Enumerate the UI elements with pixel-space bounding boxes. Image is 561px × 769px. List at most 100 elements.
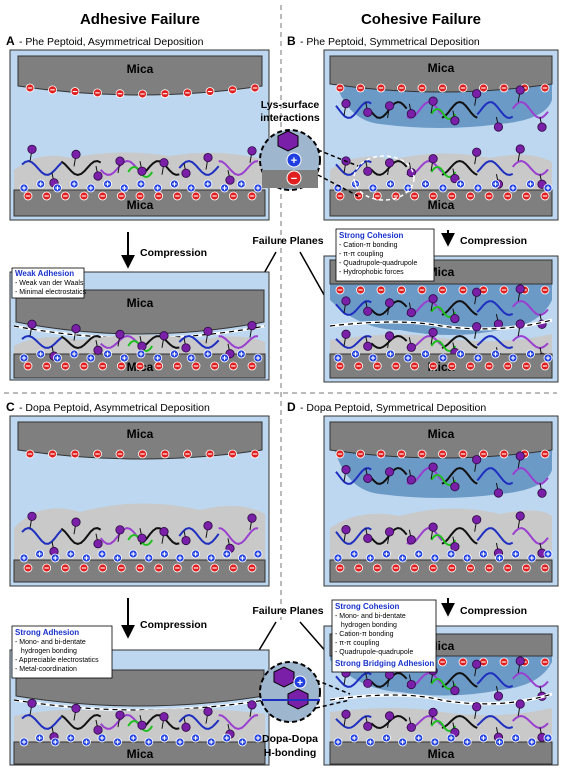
minus-charge-icon — [540, 285, 550, 295]
minus-charge-icon — [98, 361, 108, 371]
minus-charge-icon — [466, 361, 475, 371]
minus-charge-icon — [466, 563, 475, 573]
svg-text:+: + — [291, 155, 297, 167]
minus-charge-icon — [210, 191, 220, 201]
panel-b-letter: B — [287, 34, 296, 48]
phenyl-ring-icon — [115, 525, 125, 535]
minus-charge-icon — [499, 449, 509, 459]
minus-charge-icon — [205, 87, 215, 96]
plus-charge-icon — [113, 553, 122, 563]
plus-charge-icon — [543, 183, 553, 193]
plus-charge-icon — [236, 349, 246, 359]
panel-b-title: B - Phe Peptoid, Symmetrical Deposition — [287, 34, 480, 48]
plus-charge-icon — [382, 549, 391, 559]
plus-charge-icon — [333, 353, 343, 363]
plus-charge-icon — [446, 549, 456, 559]
phenyl-ring-icon — [428, 462, 438, 472]
minus-charge-icon — [479, 83, 488, 93]
phenyl-ring-icon — [341, 296, 351, 306]
plus-charge-icon — [403, 183, 413, 193]
minus-charge-icon — [540, 361, 550, 371]
plus-charge-icon — [19, 737, 29, 747]
mica-label: Mica — [428, 427, 455, 441]
phenyl-ring-icon — [363, 678, 373, 688]
plus-charge-icon — [170, 349, 179, 359]
plus-charge-icon — [191, 549, 201, 559]
mica-label: Mica — [428, 265, 455, 279]
plus-charge-icon — [462, 737, 472, 747]
minus-charge-icon — [172, 563, 182, 573]
phenyl-ring-icon — [341, 525, 351, 535]
plus-charge-icon — [421, 349, 430, 359]
plus-charge-icon — [82, 553, 91, 563]
phenyl-ring-icon — [428, 327, 438, 337]
plus-charge-icon — [82, 737, 91, 747]
minus-charge-icon — [116, 191, 126, 201]
plus-charge-icon — [159, 733, 169, 743]
minus-charge-icon — [397, 83, 406, 93]
plus-charge-icon — [203, 349, 213, 359]
phenyl-ring-icon — [428, 96, 438, 106]
lys-label-line1: Lys-surface — [261, 99, 320, 111]
plus-charge-icon — [128, 733, 138, 743]
strong-cohesion-line: - π-π coupling — [335, 640, 379, 647]
plus-charge-icon — [543, 733, 553, 743]
phenyl-ring-icon — [384, 298, 395, 308]
minus-charge-icon — [540, 191, 550, 201]
plus-charge-icon — [97, 549, 107, 559]
minus-charge-icon — [372, 563, 382, 573]
panel-c-title-text: - Dopa Peptoid, Asymmetrical Deposition — [19, 402, 210, 414]
panel-a-title-text: - Phe Peptoid, Asymmetrical Deposition — [19, 36, 204, 48]
plus-charge-icon — [368, 183, 378, 193]
minus-charge-icon — [79, 191, 89, 201]
minus-charge-icon — [447, 563, 457, 573]
phenyl-ring-icon — [472, 702, 482, 712]
plus-charge-icon — [86, 183, 96, 193]
phenyl-ring-icon — [363, 166, 373, 176]
strong-adhesion-line: - Metal-coordination — [15, 666, 77, 673]
minus-charge-icon — [410, 361, 419, 371]
plus-charge-icon — [495, 553, 504, 563]
phenyl-ring-icon — [363, 721, 373, 731]
phenyl-ring-icon — [363, 306, 373, 316]
phenyl-ring-icon — [472, 147, 482, 157]
phenyl-ring-icon — [71, 324, 81, 334]
minus-charge-icon — [376, 449, 386, 459]
plus-charge-icon — [446, 733, 456, 743]
phenyl-ring-icon — [406, 535, 416, 545]
minus-charge-icon — [356, 285, 365, 295]
plus-charge-icon — [526, 179, 535, 189]
phenyl-ring-icon — [181, 535, 191, 546]
plus-charge-icon — [473, 353, 483, 363]
plus-charge-icon — [386, 179, 395, 189]
minus-charge-icon — [228, 361, 238, 371]
minus-charge-icon — [191, 361, 201, 371]
minus-charge-icon — [335, 285, 345, 295]
panel-a-letter: A — [6, 34, 15, 48]
minus-charge-icon — [503, 361, 513, 371]
minus-charge-icon — [135, 563, 145, 573]
minus-charge-icon — [138, 89, 147, 99]
minus-charge-icon — [391, 563, 401, 573]
minus-charge-icon — [60, 361, 70, 371]
phenyl-ring-icon — [450, 542, 460, 552]
minus-charge-icon — [210, 361, 220, 371]
minus-charge-icon — [354, 191, 364, 201]
minus-charge-icon — [335, 563, 345, 573]
phenyl-ring-icon — [406, 475, 416, 485]
minus-charge-icon — [479, 449, 488, 459]
phenyl-ring-icon — [93, 171, 103, 181]
plus-charge-icon — [421, 179, 430, 189]
minus-charge-icon — [228, 191, 238, 201]
strong-cohesion-line: - π-π coupling — [339, 251, 383, 258]
panel-d-title-text: - Dopa Peptoid, Symmetrical Deposition — [300, 402, 486, 414]
minus-charge-icon — [540, 83, 550, 93]
plus-charge-icon — [203, 179, 213, 189]
minus-charge-icon — [160, 449, 170, 459]
plus-charge-icon — [478, 549, 488, 559]
minus-charge-icon — [135, 191, 145, 201]
phenyl-ring-icon — [363, 107, 373, 117]
minus-charge-icon — [191, 563, 201, 573]
minus-charge-icon — [335, 83, 345, 93]
minus-charge-icon — [458, 285, 468, 295]
